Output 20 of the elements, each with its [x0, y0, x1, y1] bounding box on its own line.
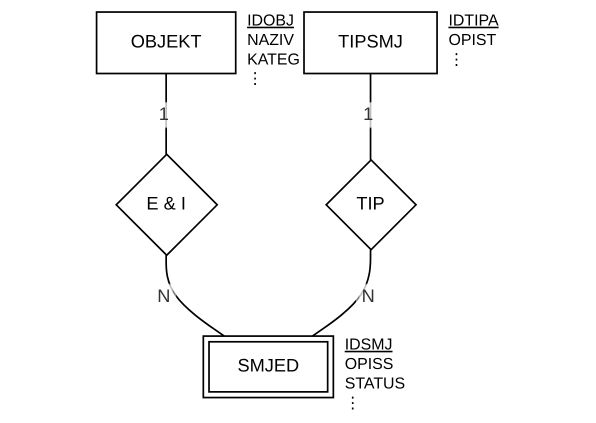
entity-box: TIPSMJ — [303, 11, 438, 74]
attribute-name: OPISS — [344, 356, 394, 374]
entity-box: OBJEKT — [96, 11, 237, 74]
relationship-diamond: E & I — [115, 153, 218, 256]
attribute-name: KATEG — [247, 51, 300, 68]
attribute-name: STATUS — [344, 375, 406, 392]
attribute-name: ⋮ — [247, 70, 264, 88]
connector-line — [312, 250, 372, 337]
attribute-name: IDTIPA — [448, 12, 499, 30]
attribute-name: ⋮ — [448, 51, 464, 68]
connector-line — [165, 74, 167, 154]
attribute-name: NAZIV — [247, 32, 294, 50]
connector-line — [370, 74, 372, 160]
attribute-name: OPIST — [448, 32, 496, 50]
relationship-diamond: TIP — [325, 158, 418, 251]
attribute-name: ⋮ — [344, 394, 361, 412]
attribute-name: IDSMJ — [344, 336, 393, 354]
connector-line — [165, 255, 225, 337]
attribute-name: IDOBJ — [247, 12, 294, 30]
entity-box: SMJED — [202, 335, 334, 398]
